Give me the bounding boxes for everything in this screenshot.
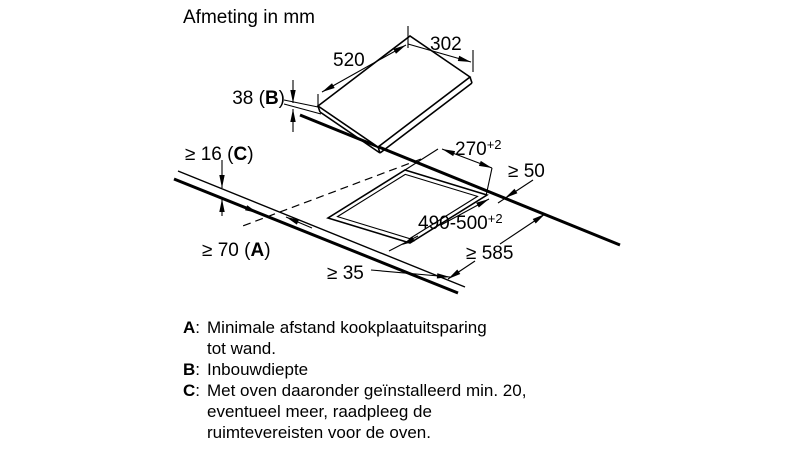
cutout-outer-outline xyxy=(326,169,489,244)
legend-item-a: A: Minimale afstand kookplaatuitsparing … xyxy=(183,318,487,358)
hob-side-left-line xyxy=(319,111,381,154)
dimension-lines xyxy=(219,26,546,280)
worktop-lines xyxy=(173,113,621,295)
dim-width-label: 302 xyxy=(430,34,462,55)
legend-line: Inbouwdiepte xyxy=(207,360,309,379)
legend-key-a: A xyxy=(183,318,196,337)
dimension-labels: 520 302 38 (B) ≥ 16 (C) 270+2 ≥ 50 490-5… xyxy=(185,34,545,284)
hob-side-right-line xyxy=(379,82,473,154)
dim-cutout-depth-label: 490-500+2 xyxy=(418,211,503,234)
legend-item-c: C: Met oven daaronder geïnstalleerd min.… xyxy=(183,381,527,442)
wall-edge-line xyxy=(299,113,621,247)
dim-worktop-depth-label: ≥ 585 xyxy=(466,243,513,264)
dim-front-clearance-label: ≥ 35 xyxy=(327,263,364,284)
dim-worktop-thickness-label: ≥ 16 (C) xyxy=(185,144,254,165)
legend-key-c: C xyxy=(183,381,196,400)
dim-side-clearance-label: ≥ 70 (A) xyxy=(202,240,271,261)
legend-line: Minimale afstand kookplaatuitsparing xyxy=(207,318,487,337)
page-title: Afmeting in mm xyxy=(183,7,315,28)
legend-item-b: B: Inbouwdiepte xyxy=(183,360,309,379)
dim-rear-clearance-label: ≥ 50 xyxy=(508,161,545,182)
dim-cutout-width-label: 270+2 xyxy=(455,137,502,160)
hidden-alignment-line xyxy=(239,158,422,228)
legend: A: Minimale afstand kookplaatuitsparing … xyxy=(183,317,526,443)
worktop-front-bottom-line xyxy=(173,177,459,295)
worktop-front-top-line xyxy=(177,170,466,288)
legend-line: tot wand. xyxy=(207,339,276,358)
legend-key-b: B xyxy=(183,360,196,379)
dim-builtin-depth-label: 38 (B) xyxy=(232,88,285,109)
legend-line: eventueel meer, raadpleeg de xyxy=(207,402,432,421)
legend-line: Met oven daaronder geïnstalleerd min. 20… xyxy=(207,381,527,400)
legend-line: ruimtevereisten voor de oven. xyxy=(207,423,431,442)
dim-depth-label: 520 xyxy=(333,50,365,71)
